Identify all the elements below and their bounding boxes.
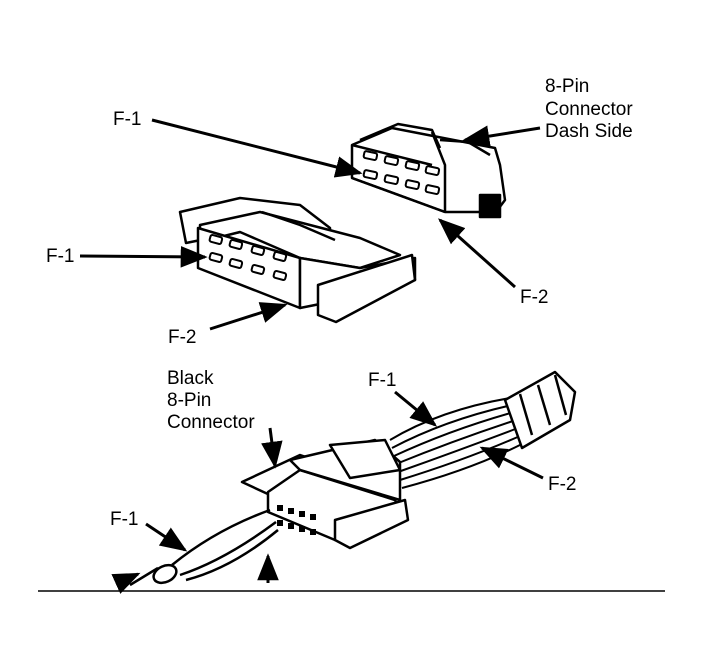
svg-text:Dash Side: Dash Side bbox=[545, 121, 633, 142]
mating-connector bbox=[178, 196, 417, 324]
arrow-harness-f2 bbox=[479, 446, 544, 480]
arrow-dash-connector bbox=[462, 125, 541, 147]
svg-text:Connector: Connector bbox=[545, 99, 633, 120]
svg-text:Black: Black bbox=[167, 368, 214, 389]
svg-text:8-Pin: 8-Pin bbox=[167, 390, 211, 411]
arrow-pigtail-f1 bbox=[145, 522, 188, 552]
dash-side-connector bbox=[350, 122, 507, 219]
leader-arrows bbox=[79, 118, 544, 594]
label-black-connector: Black 8-Pin Connector bbox=[167, 368, 255, 433]
arrow-black-connector bbox=[261, 427, 283, 469]
harness-wire-bundle bbox=[389, 397, 523, 489]
black-pin-cavities bbox=[277, 505, 316, 535]
arrow-dash-f1 bbox=[151, 118, 363, 178]
label-pigtail-f1: F-1 bbox=[110, 509, 139, 530]
mating-pin-cavities bbox=[208, 233, 288, 281]
svg-text:8-Pin: 8-Pin bbox=[545, 76, 589, 97]
label-dash-f2: F-2 bbox=[520, 287, 549, 308]
label-mating-f1: F-1 bbox=[46, 246, 75, 267]
black-connector-body bbox=[240, 438, 410, 550]
label-dash-connector: 8-Pin Connector Dash Side bbox=[545, 76, 633, 142]
label-mating-f2: F-2 bbox=[168, 327, 197, 348]
arrow-mating-f2 bbox=[209, 302, 288, 331]
label-harness-f1: F-1 bbox=[368, 370, 397, 391]
pigtail-wires bbox=[171, 508, 279, 582]
arrow-pigtail-left bbox=[111, 572, 141, 594]
label-dash-f1: F-1 bbox=[113, 109, 142, 130]
svg-text:Connector: Connector bbox=[167, 412, 255, 433]
dash-pin-cavities bbox=[362, 150, 441, 195]
arrow-dash-f2 bbox=[437, 218, 516, 289]
label-harness-f2: F-2 bbox=[548, 474, 577, 495]
arrow-mating-f1 bbox=[79, 246, 208, 268]
harness-sleeve bbox=[503, 370, 577, 450]
arrow-harness-f1 bbox=[394, 390, 438, 427]
